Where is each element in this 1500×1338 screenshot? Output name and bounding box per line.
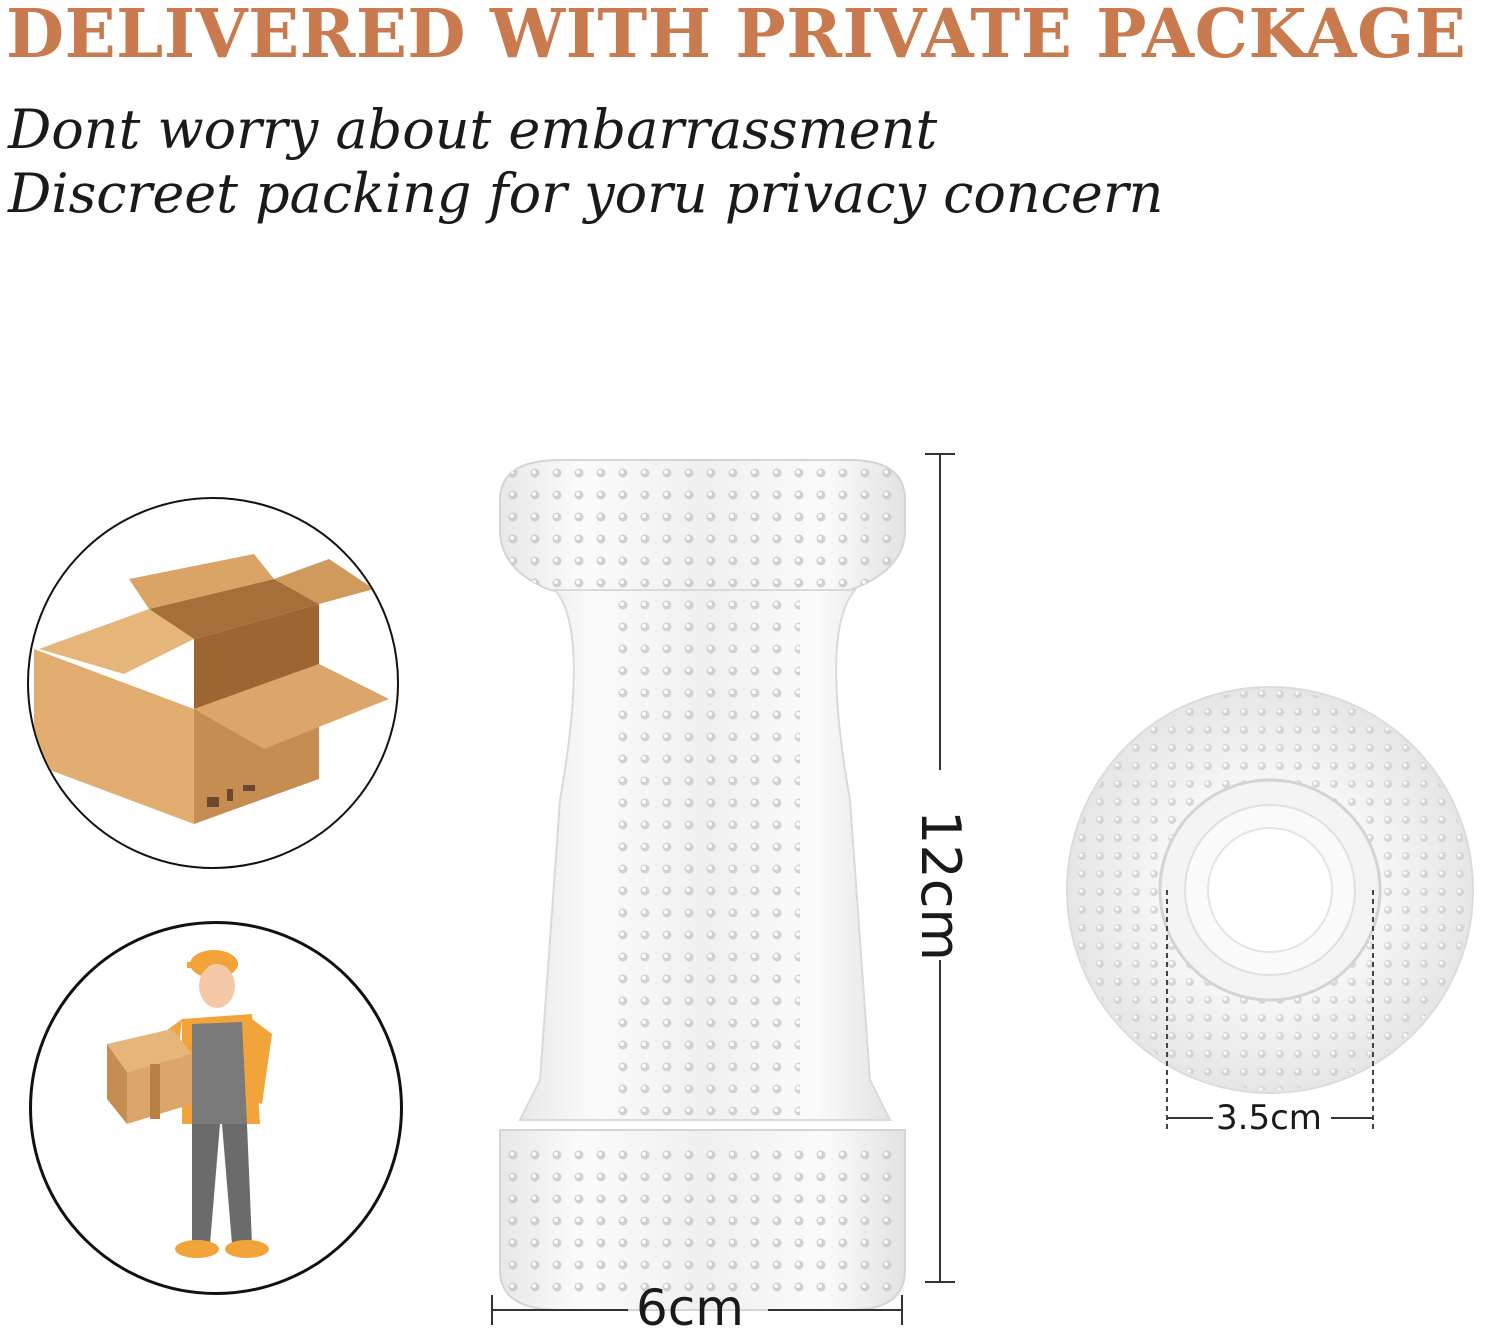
cardboard-box-icon — [34, 554, 389, 824]
inner-diameter-label: 3.5cm — [1216, 1098, 1322, 1138]
box-illustration-circle — [27, 497, 399, 869]
width-dimension-line — [491, 1295, 903, 1325]
width-label: 6cm — [636, 1279, 745, 1337]
tagline-line-1: Dont worry about embarrassment — [8, 98, 938, 161]
delivery-person-icon — [107, 950, 272, 1258]
height-dimension-line — [925, 453, 955, 1283]
headline: DELIVERED WITH PRIVATE PACKAGE — [6, 0, 1467, 73]
courier-illustration-circle — [29, 921, 403, 1295]
product-top-view — [1066, 686, 1474, 1133]
product-side-view — [499, 459, 906, 1311]
tagline-line-2: Discreet packing for yoru privacy concer… — [8, 162, 1164, 225]
height-label: 12cm — [909, 810, 972, 962]
